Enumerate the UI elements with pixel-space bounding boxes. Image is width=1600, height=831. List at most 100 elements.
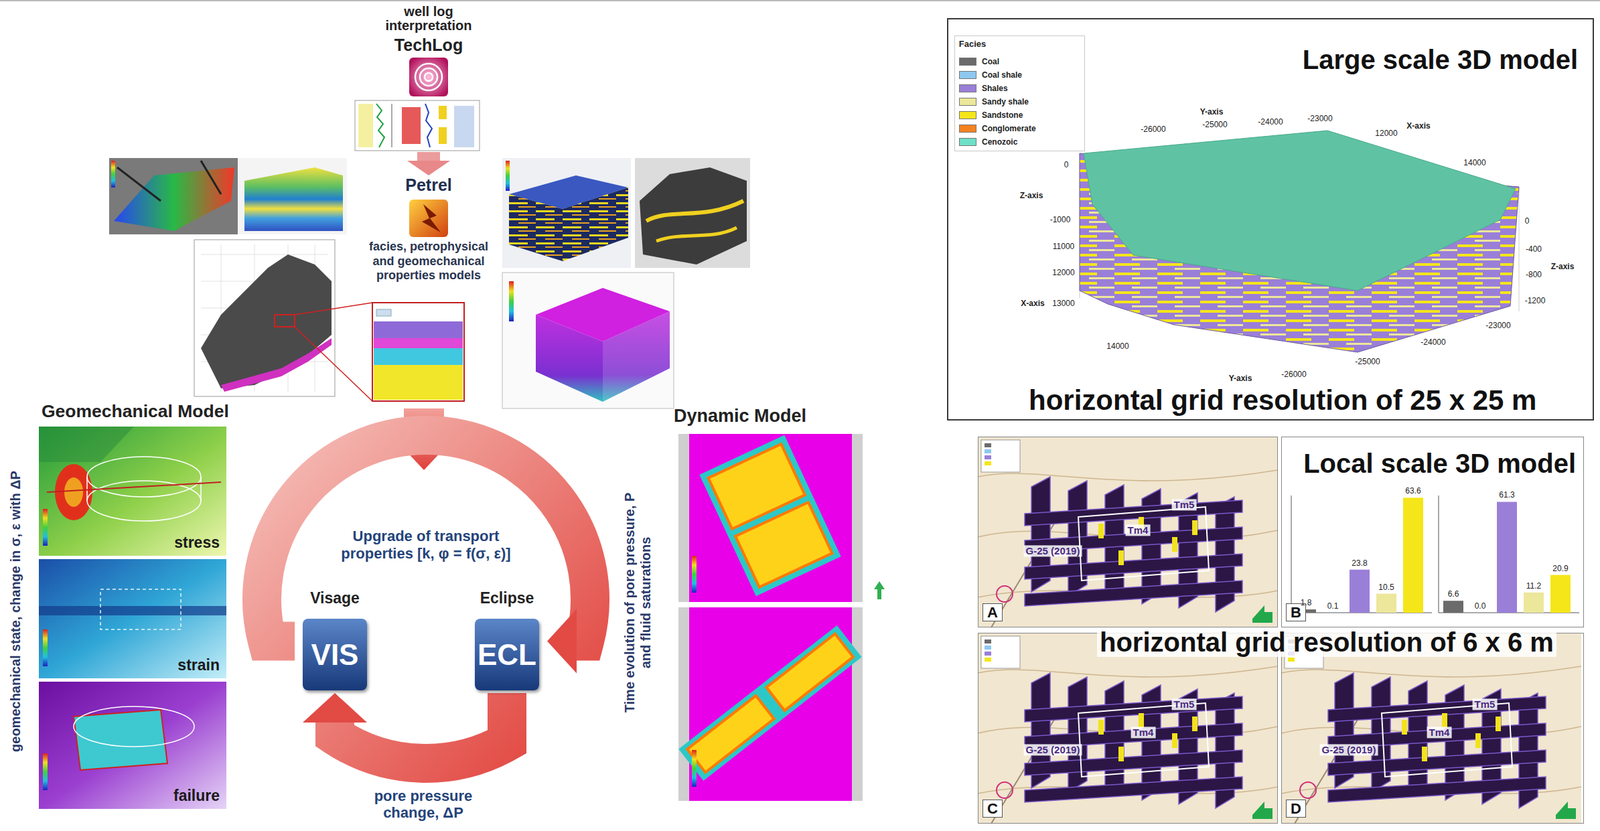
terrain-thumbnail-part [639, 167, 747, 265]
structure-thumbnail-part [200, 254, 332, 389]
axis-label: -25000 [1202, 120, 1227, 130]
well-label: Tm4 [1125, 524, 1151, 536]
strain-image-part [42, 629, 48, 667]
large-model-block-part [1083, 130, 1516, 291]
legend-swatch [959, 111, 977, 120]
legend-text: Sandstone [981, 110, 1023, 120]
axis-label: X-axis [1020, 299, 1045, 309]
seismic-thumbnail-part [113, 167, 235, 232]
legend-swatch [959, 70, 977, 80]
axis-label: 14000 [1106, 342, 1129, 352]
dynamic-image-top-part [678, 433, 690, 603]
axis-label: -25000 [1354, 357, 1380, 368]
failure-panel: failure [38, 681, 227, 810]
petrel-step: Petrelfacies, petrophysical and geomecha… [351, 175, 506, 293]
step-caption: well log interpretation [378, 4, 479, 33]
axis-label: 14000 [1463, 158, 1486, 169]
axis-label: 12000 [1052, 268, 1075, 278]
dynamic-image-top-part-part [699, 435, 841, 597]
legend-text: Sandy shale [981, 97, 1029, 107]
axis-label: -23000 [1307, 114, 1333, 124]
panel-label: stress [174, 533, 220, 552]
panel-heading: Geomechanical Model [41, 401, 230, 422]
cycle-arrow-line [261, 435, 591, 641]
well-log-plot-part [438, 105, 447, 120]
techlog-icon-part [419, 68, 438, 86]
well-log-plot-part [438, 127, 447, 144]
facies-bar-chart-part [1550, 575, 1571, 613]
axis-label: 0 [1064, 160, 1069, 171]
structure-thumbnail-part [373, 321, 463, 339]
axis-label: -400 [1525, 245, 1542, 255]
well-label: G-25 (2019) [1024, 744, 1083, 756]
layer-thumbnail-part [244, 167, 343, 232]
dynamic-image-bottom-part [691, 750, 697, 787]
dynamic-image-top-part [699, 435, 841, 597]
value-label: 63.6 [1405, 486, 1421, 497]
value-label: 23.8 [1351, 559, 1367, 569]
dynamic-image-top-part [678, 433, 863, 603]
techlog-icon-part [409, 57, 449, 97]
value-label: 1.8 [1300, 598, 1313, 609]
dynamic-image-bottom-part [678, 625, 862, 781]
techlog-icon-part [424, 73, 433, 82]
structure-thumbnail-part [373, 338, 463, 349]
cube-thumbnail-part [508, 281, 514, 322]
cube-thumbnail-part [535, 314, 603, 402]
local-model-views-part [977, 436, 1278, 628]
axis-label: -1200 [1524, 296, 1546, 307]
software-logo: VIS [302, 618, 368, 691]
panel-label: strain [177, 656, 220, 675]
stress-image-part [38, 426, 227, 556]
stress-image-part [38, 426, 134, 463]
panel-heading: Dynamic Model [673, 405, 807, 427]
axis-label: -23000 [1485, 321, 1511, 331]
axis-label: -24000 [1420, 338, 1446, 348]
structure-thumbnail-part [294, 302, 373, 402]
geomechanical-model-panel: Geomechanical Modelgeomechanical state, … [6, 398, 232, 814]
structure-thumbnail-part [373, 348, 463, 366]
resolution-note: horizontal grid resolution of 6 x 6 m [1097, 627, 1557, 658]
structure-thumbnail-part [194, 239, 335, 397]
north-arrow [874, 581, 885, 600]
strain-image [38, 559, 227, 679]
well-label: Tm4 [1131, 726, 1156, 739]
flow-arrow-line [417, 152, 441, 161]
dynamic-image-bottom-part [851, 607, 863, 802]
value-label: 0.1 [1327, 602, 1339, 612]
stress-image-part [87, 456, 201, 497]
legend-box [954, 35, 1085, 152]
well-label: G-25 (2019) [1320, 744, 1379, 756]
well-log-plot-part [376, 103, 385, 148]
petrel-icon-part [409, 199, 449, 238]
view-panel: C [977, 632, 1278, 824]
stress-image-part [46, 482, 222, 493]
layer-thumbnail [237, 158, 347, 235]
flow-arrow [407, 152, 451, 176]
stress-panel: stress [38, 426, 227, 556]
facies-bar-chart-part [1443, 600, 1464, 613]
legend-text: Shales [981, 83, 1008, 94]
cube-thumbnail [502, 272, 674, 409]
axis-label: -26000 [1140, 125, 1166, 135]
petrel-icon [409, 199, 449, 238]
block-thumbnail [502, 158, 631, 268]
terrain-thumbnail-part [634, 158, 751, 268]
axis-label: -800 [1525, 270, 1542, 280]
arrow-head [302, 693, 368, 723]
well-log-plot-part [358, 103, 374, 148]
panel-title: Local scale 3D model [1303, 448, 1576, 479]
facies-bar-chart-part [1376, 594, 1397, 613]
facies-bar-chart [1281, 436, 1584, 628]
legend-swatch [959, 97, 977, 106]
legend-heading: Facies [959, 39, 986, 50]
well-label: Tm5 [1172, 698, 1197, 710]
cycle-arrow-line [334, 693, 507, 764]
value-label: 0.0 [1474, 602, 1487, 612]
legend-swatch [959, 124, 977, 133]
dynamic-image-bottom-part [678, 607, 863, 802]
stress-image-part [42, 508, 48, 546]
well-log-plot-part [454, 105, 475, 148]
